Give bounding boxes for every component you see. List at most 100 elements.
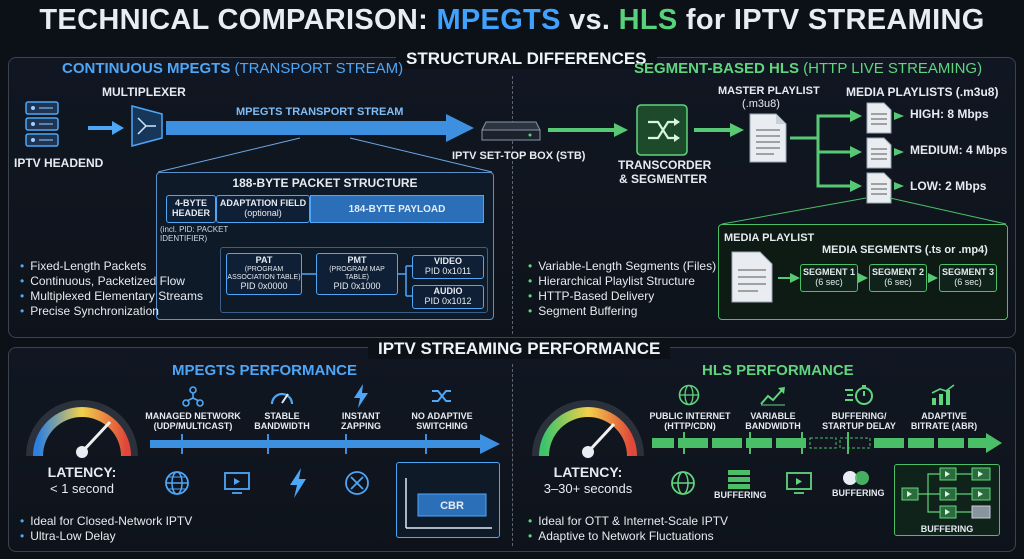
pat-box: PAT (PROGRAM ASSOCIATION TABLE) PID 0x00… [226, 253, 302, 295]
segment-duration: (6 sec) [954, 277, 982, 287]
bars-icon [931, 384, 955, 405]
hls-latency-value: 3–30+ seconds [543, 481, 633, 496]
adaptation-label: ADAPTATION FIELD [219, 198, 307, 209]
hls-structure-bullets: Variable-Length Segments (Files) Hierarc… [528, 259, 716, 319]
feature-label: VARIABLE BANDWIDTH [745, 411, 801, 432]
trend-icon [760, 387, 785, 406]
feature-label: PUBLIC INTERNET (HTTP/CDN) [649, 411, 731, 432]
latency-gauge-icon [26, 400, 138, 458]
tables-connectors [302, 265, 412, 297]
mpegts-structure-bullets: Fixed-Length Packets Continuous, Packeti… [20, 259, 203, 319]
performance-divider [512, 364, 513, 546]
zoom-lines-right [721, 197, 1007, 225]
document-icon [866, 172, 892, 204]
bullet-item: Ideal for OTT & Internet-Scale IPTV [528, 514, 728, 529]
branch-arrows [790, 110, 862, 192]
segment-3: SEGMENT 3 (6 sec) [939, 264, 997, 292]
video-pid: PID 0x1011 [424, 266, 472, 276]
shuffle-icon [432, 390, 451, 402]
pmt-sub: (PROGRAM MAP TABLE) [329, 266, 385, 281]
segment-duration: (6 sec) [815, 277, 843, 287]
hls-latency-label: LATENCY: [553, 464, 623, 480]
globe-icon [671, 471, 695, 495]
buffering-label-2: BUFFERING [832, 488, 885, 498]
pat-label: PAT [255, 255, 273, 266]
video-label: VIDEO [433, 256, 462, 267]
arrow-small [894, 112, 904, 190]
master-document-icon [749, 113, 787, 163]
page-title: TECHNICAL COMPARISON: MPEGTS vs. HLS for… [0, 4, 1024, 37]
title-mpegts: MPEGTS [436, 4, 561, 36]
pmt-pid: PID 0x1000 [333, 280, 381, 291]
arrow-transcoder-master [694, 123, 744, 137]
arrow-stb-transcoder [548, 123, 628, 137]
bitrate-low: LOW: 2 Mbps [910, 179, 987, 193]
feature-label: INSTANT ZAPPING [340, 411, 381, 432]
video-box: VIDEO PID 0x1011 [412, 255, 484, 279]
feature-label: BUFFERING/ STARTUP DELAY [822, 411, 896, 432]
structural-label: STRUCTURAL DIFFERENCES [396, 49, 657, 69]
master-playlist-label: MASTER PLAYLIST (.m3u8) [718, 85, 820, 110]
bullet-item: Precise Synchronization [20, 304, 203, 319]
segment-1: SEGMENT 1 (6 sec) [800, 264, 858, 292]
hls-timeline-arrow [652, 432, 1002, 454]
segment-duration: (6 sec) [884, 277, 912, 287]
media-playlists-label: MEDIA PLAYLISTS (.m3u8) [846, 85, 999, 99]
abr-buffering-label: BUFFERING [920, 524, 974, 534]
mpegts-performance-bullets: Ideal for Closed-Network IPTV Ultra-Low … [20, 514, 192, 544]
bitrate-medium: MEDIUM: 4 Mbps [910, 143, 1008, 157]
buffering-dots-icon [843, 471, 869, 485]
cbr-label: CBR [440, 500, 464, 512]
feature-label: MANAGED NETWORK (UDP/MULTICAST) [145, 411, 241, 432]
arrow-to-segments [778, 273, 800, 283]
pid-note: (incl. PID: PACKET IDENTIFIER) [160, 225, 229, 243]
title-prefix: TECHNICAL COMPARISON: [39, 4, 437, 36]
media-document-icon [731, 251, 773, 303]
transport-stream-arrow [166, 114, 474, 142]
zoom-lines [157, 137, 493, 173]
bullet-item: Adaptive to Network Fluctuations [528, 529, 728, 544]
stb-label: IPTV SET-TOP BOX (STB) [452, 150, 586, 162]
speedometer-icon [270, 392, 294, 405]
bullet-item: Multiplexed Elementary Streams [20, 289, 203, 304]
network-icon [182, 386, 204, 407]
title-hls: HLS [618, 4, 678, 36]
hls-structure-heading: SEGMENT-BASED HLS (HTTP LIVE STREAMING) [634, 60, 983, 77]
payload-label: 184-BYTE PAYLOAD [348, 203, 446, 215]
arrow-seg [928, 273, 938, 283]
bullet-item: Fixed-Length Packets [20, 259, 203, 274]
transport-stream-label: MPEGTS TRANSPORT STREAM [236, 106, 404, 118]
master-ext: (.m3u8) [742, 97, 780, 110]
buffering-label: BUFFERING [714, 490, 767, 500]
bullet-item: Hierarchical Playlist Structure [528, 274, 716, 289]
bullet-item: HTTP-Based Delivery [528, 289, 716, 304]
packet-structure-title: 188-BYTE PACKET STRUCTURE [232, 176, 418, 190]
audio-box: AUDIO PID 0x1012 [412, 285, 484, 309]
mpegts-latency-value: < 1 second [50, 481, 114, 496]
bullet-item: Ideal for Closed-Network IPTV [20, 514, 192, 529]
media-segments-label: MEDIA SEGMENTS (.ts or .mp4) [822, 244, 988, 256]
hls-performance-bullets: Ideal for OTT & Internet-Scale IPTV Adap… [528, 514, 728, 544]
mpegts-structure-heading: CONTINUOUS MPEGTS (TRANSPORT STREAM) [62, 60, 404, 77]
mpegts-timeline-arrow [150, 434, 500, 454]
segment-name: SEGMENT 3 [941, 267, 994, 278]
pat-pid: PID 0x0000 [240, 280, 288, 291]
globe-icon [165, 471, 189, 495]
performance-label: IPTV STREAMING PERFORMANCE [368, 339, 671, 359]
header-cell: 4-BYTE HEADER [166, 195, 216, 223]
structural-divider [512, 76, 513, 334]
title-vs: vs. [560, 4, 619, 36]
mpegts-performance-heading: MPEGTS PERFORMANCE [172, 362, 358, 379]
document-icon [866, 102, 892, 134]
multiplexer-icon [131, 105, 163, 147]
bullet-item: Continuous, Packetized Flow [20, 274, 203, 289]
bullet-item: Ultra-Low Delay [20, 529, 192, 544]
set-top-box-icon [481, 121, 541, 141]
master-title: MASTER PLAYLIST [718, 85, 820, 97]
payload-cell: 184-BYTE PAYLOAD [310, 195, 484, 223]
lightning-icon [290, 468, 306, 498]
abr-flow [901, 467, 991, 519]
monitor-icon [786, 472, 812, 494]
bullet-item: Segment Buffering [528, 304, 716, 319]
bitrate-high: HIGH: 8 Mbps [910, 107, 989, 121]
